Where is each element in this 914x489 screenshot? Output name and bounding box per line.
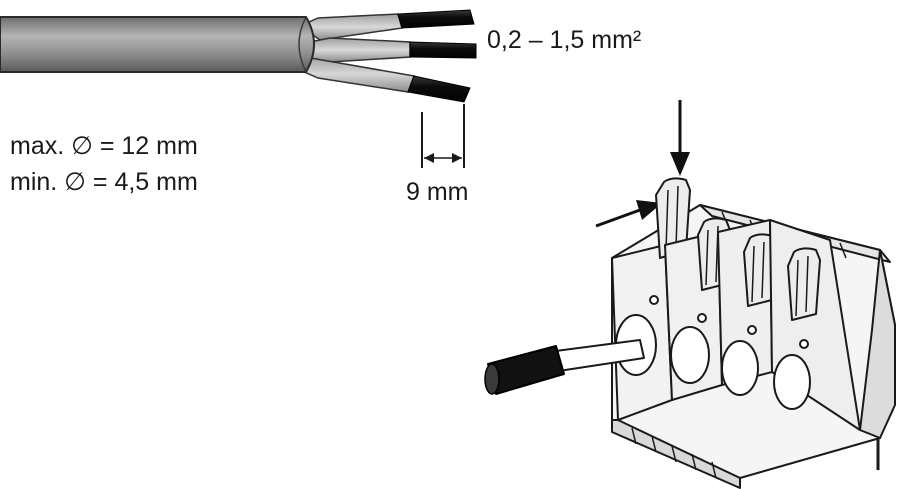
wire-ferrule-sleeve <box>487 345 565 395</box>
release-lever-4 <box>787 247 821 321</box>
terminal-pole-1 <box>611 177 691 421</box>
cable-jacket <box>0 16 315 73</box>
inserted-wire <box>484 339 645 395</box>
core-top <box>298 9 475 41</box>
strip-length-dimension <box>421 104 465 168</box>
push-arrow-down <box>670 100 690 176</box>
strip-length-label: 9 mm <box>406 178 469 206</box>
terminal-pole-4 <box>769 219 861 431</box>
wire-entry-hole-4 <box>773 354 811 410</box>
cable <box>0 9 477 103</box>
cross-section-label: 0,2 – 1,5 mm² <box>487 26 642 54</box>
terminal-pole-3 <box>717 219 777 396</box>
core-bottom <box>299 55 471 103</box>
core-middle <box>309 37 477 63</box>
min-diameter-label: min. ∅ = 4,5 mm <box>10 168 198 196</box>
max-diameter-label: max. ∅ = 12 mm <box>10 132 198 160</box>
wire-entry-hole-2 <box>670 326 710 384</box>
push-arrow-diagonal <box>595 200 662 228</box>
wire-entry-hole-3 <box>721 340 759 396</box>
terminal-pole-2 <box>664 217 731 401</box>
terminal-block <box>611 177 896 489</box>
